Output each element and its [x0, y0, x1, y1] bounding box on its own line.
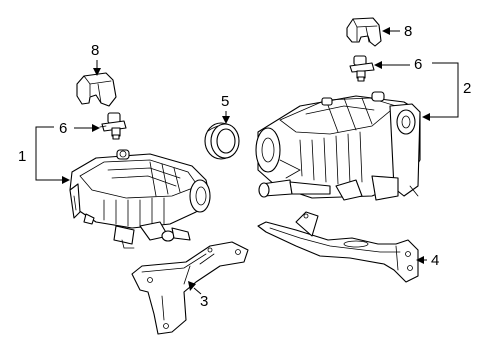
callout-8: 8	[382, 23, 412, 40]
callout-label-2: 2	[463, 80, 471, 97]
callout-label-6-right: 6	[414, 56, 422, 73]
mounting-bracket-right	[257, 211, 419, 283]
callout-1: 1	[18, 126, 70, 184]
callout-5: 5	[221, 93, 230, 124]
mounting-bracket-left	[131, 241, 249, 335]
seal-ring	[204, 122, 240, 160]
supercharger-assembly-left	[69, 149, 211, 249]
callout-label-4: 4	[431, 252, 439, 269]
callout-6-right: 6	[374, 56, 422, 73]
callout-4: 4	[416, 252, 439, 269]
sensor-cover-left	[76, 72, 117, 107]
supercharger-assembly-right	[255, 91, 421, 201]
callout-label-8: 8	[404, 23, 412, 40]
sensor-left	[99, 112, 127, 140]
callout-label-1: 1	[18, 148, 26, 165]
sensor-right	[349, 55, 375, 82]
callout-6-left: 6	[59, 120, 100, 137]
callout-2: 2	[422, 62, 471, 121]
callout-label-5: 5	[221, 93, 229, 110]
callout-label-3: 3	[200, 293, 208, 310]
callout-3: 3	[188, 281, 208, 310]
sensor-cover-right	[346, 17, 382, 47]
callout-label-6-left: 6	[59, 120, 67, 137]
callout-label-7: 8	[91, 42, 99, 59]
callout-7: 8	[91, 42, 101, 76]
